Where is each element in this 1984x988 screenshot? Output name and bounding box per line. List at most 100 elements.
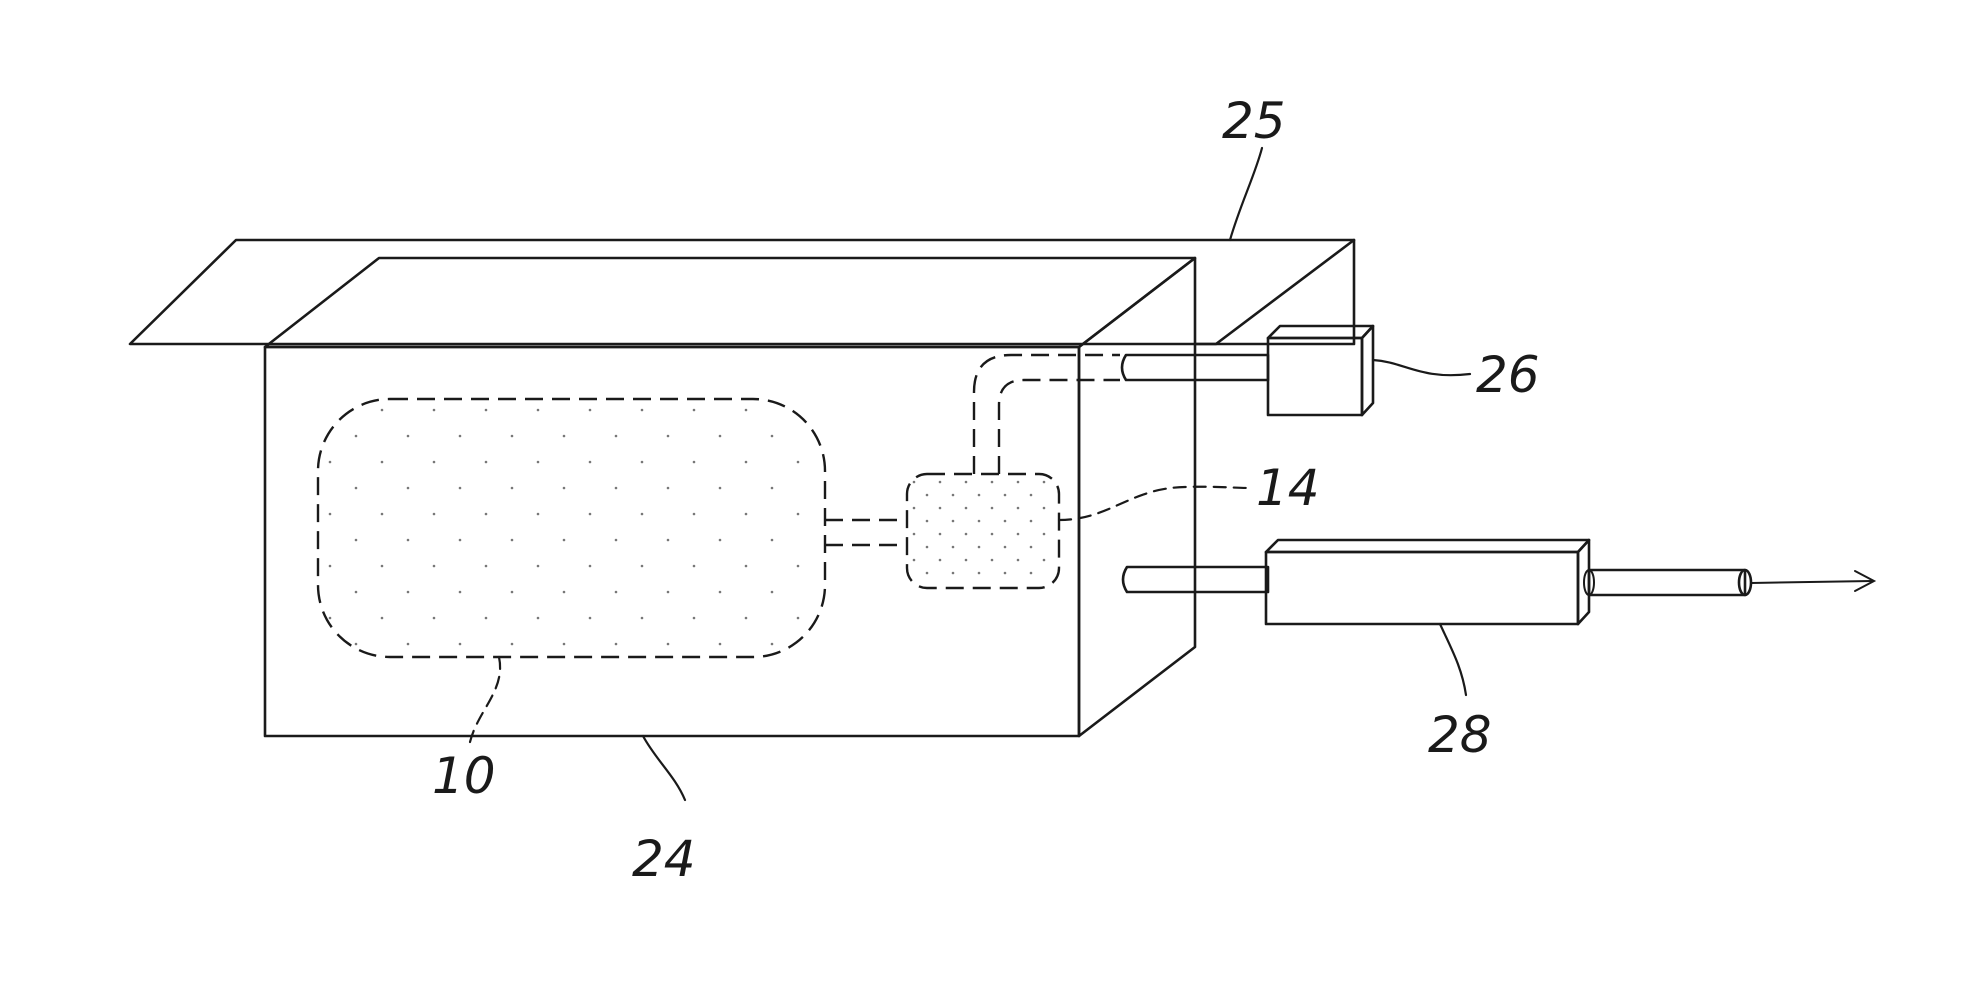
stipple-dot: [952, 494, 955, 497]
stipple-dot: [485, 617, 488, 620]
stipple-dot: [991, 481, 994, 484]
leader-14: [1059, 487, 1250, 520]
stipple-dot: [797, 461, 800, 464]
bag-stipple: [329, 409, 800, 646]
stipple-dot: [381, 409, 384, 412]
stipple-dot: [1043, 481, 1046, 484]
stipple-dot: [978, 572, 981, 575]
container-front-face: [265, 347, 1079, 736]
stipple-dot: [381, 513, 384, 516]
filter-to-pump-tube: [974, 355, 1120, 474]
stipple-dot: [459, 643, 462, 646]
stipple-dot: [667, 591, 670, 594]
stipple-dot: [537, 513, 540, 516]
stipple-dot: [991, 559, 994, 562]
stipple-dot: [952, 546, 955, 549]
stipple-dot: [641, 565, 644, 568]
stipple-dot: [913, 507, 916, 510]
stipple-dot: [693, 461, 696, 464]
stipple-dot: [511, 435, 514, 438]
bag-10: [318, 399, 825, 657]
stipple-dot: [485, 565, 488, 568]
stipple-dot: [693, 565, 696, 568]
stipple-dot: [563, 643, 566, 646]
stipple-dot: [329, 513, 332, 516]
outlet-device-top: [1266, 540, 1589, 552]
stipple-dot: [797, 409, 800, 412]
stipple-dot: [615, 487, 618, 490]
stipple-dot: [719, 643, 722, 646]
stipple-dot: [563, 487, 566, 490]
label-14: 14: [1256, 459, 1320, 517]
stipple-dot: [719, 539, 722, 542]
stipple-dot: [1030, 572, 1033, 575]
stipple-dot: [978, 520, 981, 523]
stipple-dot: [563, 539, 566, 542]
outlet-exit-pipe: [1589, 570, 1745, 595]
stipple-dot: [485, 409, 488, 412]
stipple-dot: [745, 513, 748, 516]
leader-26: [1373, 360, 1470, 375]
stipple-dot: [939, 481, 942, 484]
label-26: 26: [1476, 346, 1540, 404]
stipple-dot: [965, 533, 968, 536]
stipple-dot: [939, 559, 942, 562]
stipple-dot: [563, 591, 566, 594]
stipple-dot: [329, 565, 332, 568]
stipple-dot: [589, 565, 592, 568]
leader-24: [643, 736, 685, 800]
stipple-dot: [926, 520, 929, 523]
stipple-dot: [329, 409, 332, 412]
stipple-dot: [589, 617, 592, 620]
stipple-dot: [719, 435, 722, 438]
container-box: [265, 258, 1195, 736]
stipple-dot: [537, 409, 540, 412]
stipple-dot: [641, 409, 644, 412]
stipple-dot: [693, 513, 696, 516]
stipple-dot: [1043, 559, 1046, 562]
pump-front: [1268, 338, 1362, 415]
stipple-dot: [745, 461, 748, 464]
stipple-dot: [355, 591, 358, 594]
stipple-dot: [978, 494, 981, 497]
stipple-dot: [1004, 546, 1007, 549]
pump-side: [1362, 326, 1373, 415]
stipple-dot: [693, 409, 696, 412]
label-10: 10: [432, 747, 496, 805]
stipple-dot: [965, 481, 968, 484]
stipple-dot: [1017, 533, 1020, 536]
stipple-dot: [511, 539, 514, 542]
stipple-dot: [381, 617, 384, 620]
stipple-dot: [433, 513, 436, 516]
stipple-dot: [459, 487, 462, 490]
stipple-dot: [381, 565, 384, 568]
stipple-dot: [537, 565, 540, 568]
stipple-dot: [797, 617, 800, 620]
pump-top: [1268, 326, 1373, 338]
stipple-dot: [329, 461, 332, 464]
pump-26: [1122, 326, 1373, 415]
stipple-dot: [978, 546, 981, 549]
stipple-dot: [745, 409, 748, 412]
stipple-dot: [589, 409, 592, 412]
stipple-dot: [1004, 572, 1007, 575]
stipple-dot: [641, 461, 644, 464]
stipple-dot: [1043, 507, 1046, 510]
stipple-dot: [407, 643, 410, 646]
stipple-dot: [615, 591, 618, 594]
label-28: 28: [1428, 706, 1492, 764]
label-25: 25: [1222, 92, 1286, 150]
stipple-dot: [913, 559, 916, 562]
flow-arrow-shaft: [1751, 581, 1872, 583]
stipple-dot: [459, 591, 462, 594]
stipple-dot: [771, 539, 774, 542]
stipple-dot: [1030, 546, 1033, 549]
stipple-dot: [433, 461, 436, 464]
stipple-dot: [926, 494, 929, 497]
container-top-face: [265, 258, 1195, 347]
stipple-dot: [926, 546, 929, 549]
stipple-dot: [1043, 533, 1046, 536]
stipple-dot: [511, 643, 514, 646]
stipple-dot: [952, 520, 955, 523]
